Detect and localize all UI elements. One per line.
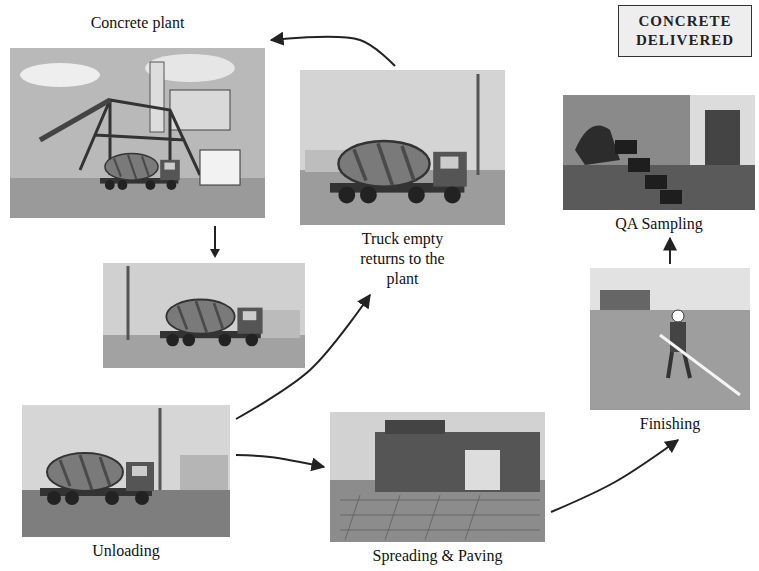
finishing-photo-part (672, 310, 684, 322)
photo-caption: Concrete plant (10, 10, 265, 48)
finishing-photo-part (590, 310, 750, 410)
unloading-photo (22, 405, 230, 537)
title-box: CONCRETE DELIVERED (618, 5, 752, 57)
qa-sampling-photo-part (615, 140, 637, 154)
qa-sampling-photo-part (575, 126, 620, 166)
returning-truck-photo-part (330, 141, 467, 203)
unloading-photo-part (40, 453, 154, 505)
finishing-photo-part (590, 268, 750, 410)
photo-caption: Truck empty returns to the plant (344, 229, 462, 289)
photo-caption: QA Sampling (563, 214, 755, 234)
unloading-photo-part (180, 455, 228, 490)
flow-arrow (271, 37, 395, 66)
photo-node: Finishing (590, 268, 750, 434)
photo-node: Unloading (22, 405, 230, 561)
arrow-head (210, 249, 220, 258)
photo-node: QA Sampling (563, 95, 755, 234)
returning-truck-photo-part (477, 74, 480, 175)
finishing-photo-part (660, 335, 740, 395)
plant-photo-part (10, 48, 265, 218)
loading-truck-photo (103, 263, 305, 368)
loading-truck-photo-part (103, 263, 305, 368)
returning-truck-photo-part (300, 70, 505, 225)
photo-node: Truck empty returns to the plant (300, 70, 505, 289)
qa-sampling-photo-part (660, 190, 682, 204)
paving-photo (330, 412, 545, 542)
plant-photo-part (100, 154, 180, 190)
qa-sampling-photo (563, 95, 755, 210)
photo-caption: Finishing (590, 414, 750, 434)
finishing-photo-part (600, 290, 650, 310)
flow-arrow (551, 440, 678, 512)
paving-photo-part (385, 420, 445, 434)
box-title: CONCRETE DELIVERED (627, 12, 743, 50)
paving-photo-part (345, 495, 480, 540)
qa-sampling-photo-part (563, 95, 755, 210)
photo-caption: Unloading (22, 541, 230, 561)
returning-truck-photo (300, 70, 505, 225)
paving-photo-part (340, 500, 540, 530)
unloading-photo-part (159, 408, 162, 490)
flow-arrow (236, 295, 370, 419)
plant-photo (10, 48, 265, 218)
paving-photo-part (375, 432, 540, 492)
loading-truck-photo-part (127, 266, 130, 340)
flow-arrow (236, 455, 324, 467)
paving-photo-part (330, 412, 545, 542)
photo-node: Concrete plant (10, 10, 265, 218)
plant-photo-part (150, 62, 164, 132)
qa-sampling-photo-part (645, 175, 667, 189)
plant-photo-part (200, 150, 240, 185)
flow-arrow (669, 238, 671, 264)
paving-photo-part (465, 450, 500, 490)
loading-truck-photo-part (103, 335, 305, 368)
plant-photo-part (40, 100, 110, 140)
photo-node: Spreading & Paving (330, 412, 545, 566)
plant-photo-part (170, 90, 230, 130)
loading-truck-photo-part (160, 300, 263, 347)
flow-arrow (214, 226, 216, 250)
unloading-photo-part (22, 405, 230, 537)
qa-sampling-photo-part (628, 158, 650, 172)
finishing-photo (590, 268, 750, 410)
qa-sampling-photo-part (563, 165, 755, 210)
photo-caption: Spreading & Paving (330, 546, 545, 566)
plant-photo-part (20, 63, 100, 87)
